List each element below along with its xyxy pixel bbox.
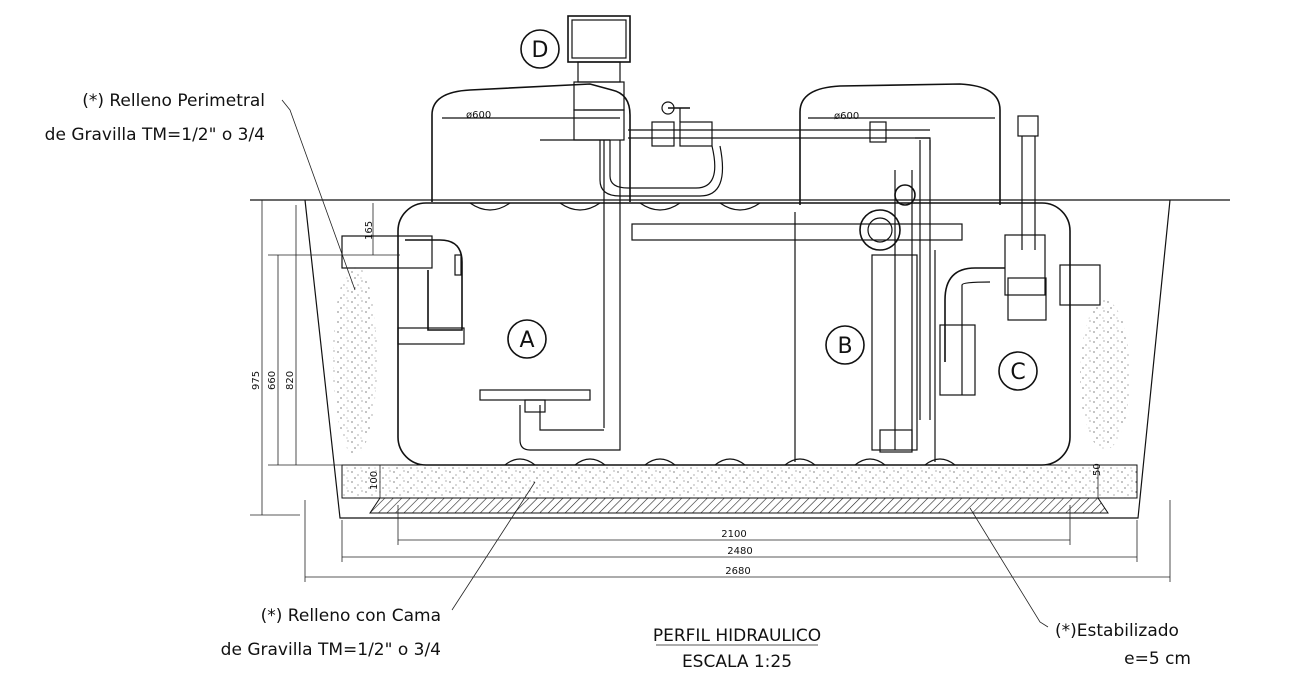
stabilized-label-1: (*)Estabilizado [1055, 621, 1179, 641]
title-main: PERFIL HIDRAULICO [653, 626, 821, 646]
dim-975: 975 [251, 371, 262, 390]
riser-right [799, 83, 1001, 205]
gravel-bed [341, 464, 1138, 499]
inlet-elbow [341, 235, 465, 345]
dim-100: 100 [369, 471, 380, 490]
dim-lid-right: ø600 [834, 111, 859, 122]
leader-lines [281, 99, 1049, 628]
tank-body [397, 202, 1071, 466]
pump-assembly [859, 137, 931, 453]
stabilized-layer [369, 497, 1109, 514]
label-a: A [519, 328, 534, 353]
title-scale: ESCALA 1:25 [682, 652, 792, 672]
bed-fill-label-1: (*) Relleno con Cama [261, 606, 441, 626]
dim-2480: 2480 [727, 546, 752, 557]
horizontal-dimensions [304, 500, 1171, 582]
label-b: B [837, 334, 852, 359]
dim-lid-left: ø600 [466, 110, 491, 121]
stabilized-label-2: e=5 cm [1124, 649, 1191, 669]
dim-165: 165 [364, 221, 375, 240]
valve-assembly [599, 101, 930, 197]
perimeter-gravel [333, 265, 1130, 455]
dim-50: 50 [1092, 463, 1103, 476]
vertical-dimensions [250, 200, 1099, 516]
dim-660: 660 [267, 371, 278, 390]
label-c: C [1010, 360, 1025, 385]
perimeter-fill-label-1: (*) Relleno Perimetral [82, 91, 265, 111]
bed-fill-label-2: de Gravilla TM=1/2" o 3/4 [221, 640, 441, 660]
excavation-outline [304, 199, 1171, 519]
dim-820: 820 [285, 371, 296, 390]
chamber-labels: D A B C [507, 29, 1038, 391]
control-box [567, 15, 631, 141]
dim-2680: 2680 [725, 566, 750, 577]
label-d: D [532, 38, 549, 63]
dim-2100: 2100 [721, 529, 746, 540]
down-pipe-a [479, 140, 621, 451]
outlet-filter [939, 115, 1101, 396]
perimeter-fill-label-2: de Gravilla TM=1/2" o 3/4 [45, 125, 265, 145]
